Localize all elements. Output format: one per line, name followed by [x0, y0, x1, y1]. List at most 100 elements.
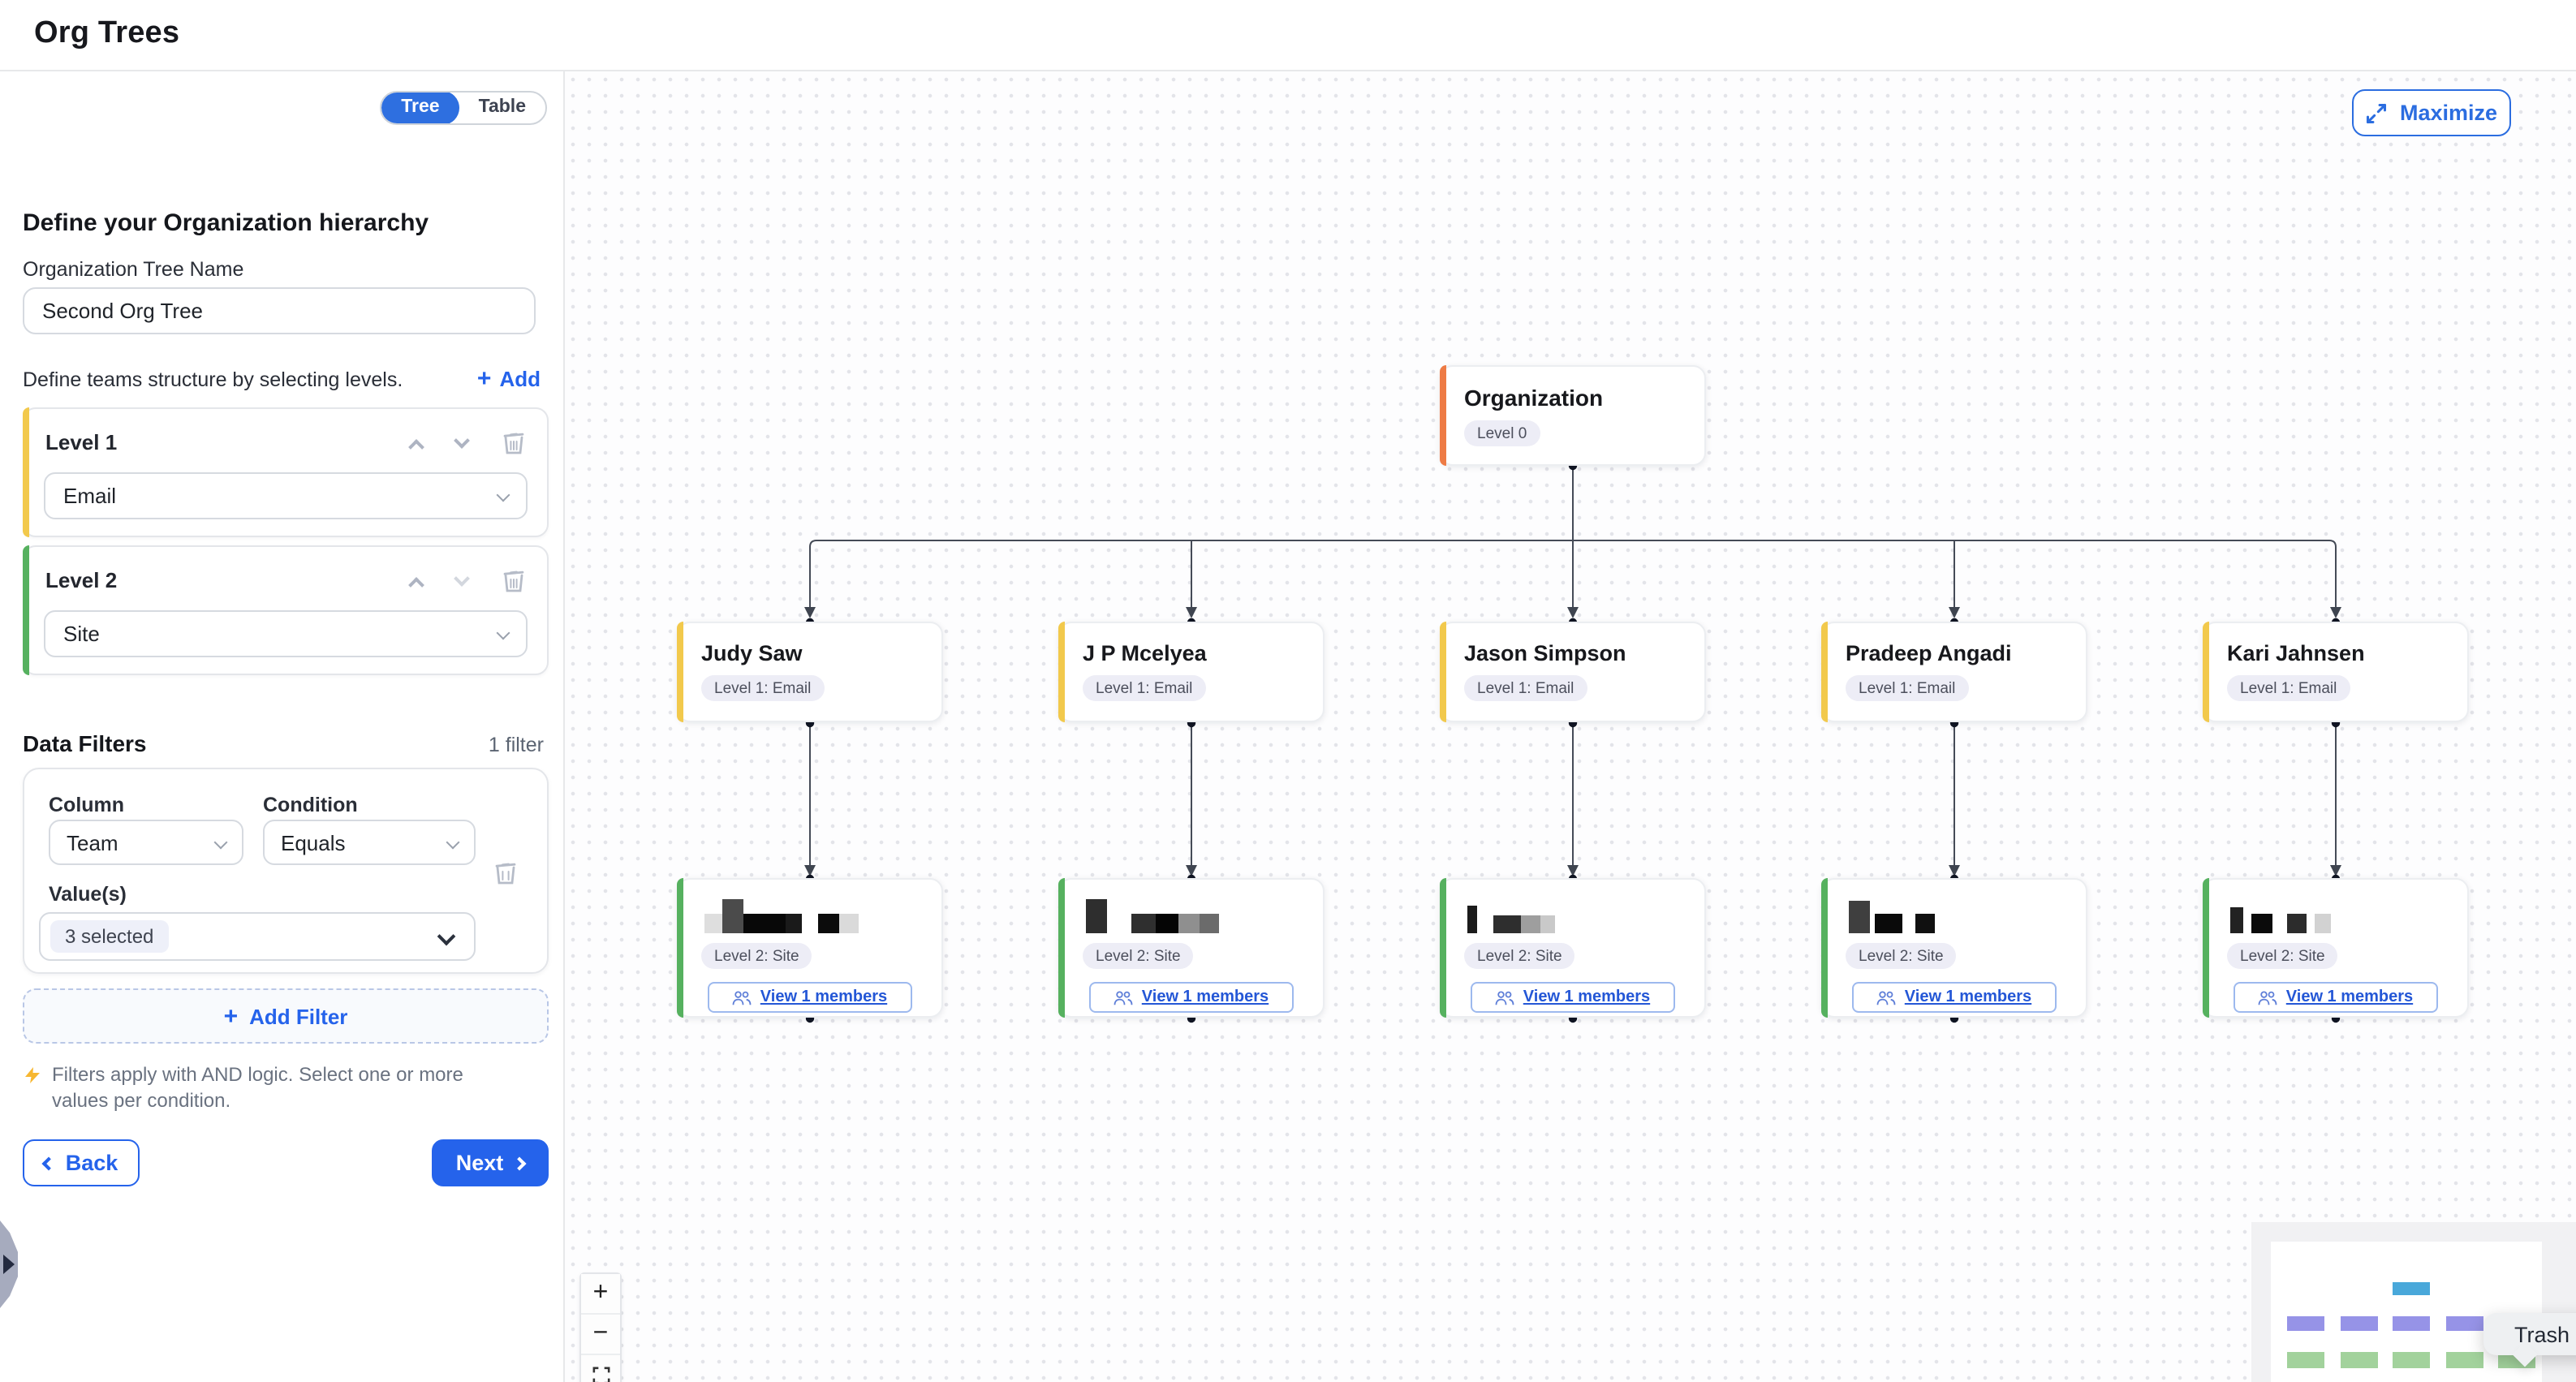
- level-1-card: Level 1 Email: [23, 407, 549, 537]
- node-level-badge: Level 1: Email: [1083, 675, 1206, 701]
- maximize-icon: [2367, 102, 2387, 123]
- node-accent: [2203, 622, 2209, 722]
- back-label: Back: [65, 1151, 118, 1175]
- level-2-accent: [23, 545, 29, 675]
- org-node-level2[interactable]: Level 2: Site View 1 members: [1821, 878, 2087, 1018]
- delete-level-button[interactable]: [502, 430, 526, 456]
- node-accent: [1440, 878, 1446, 1018]
- column-label: Column: [49, 794, 125, 816]
- view-members-label: View 1 members: [760, 988, 888, 1006]
- chevron-down-icon: [496, 488, 510, 502]
- delete-filter-button[interactable]: [493, 860, 518, 886]
- level-1-select[interactable]: Email: [44, 472, 528, 519]
- node-level-badge: Level 2: Site: [1846, 943, 1957, 969]
- redacted-node-title: [2230, 899, 2451, 933]
- members-icon: [1496, 990, 1515, 1005]
- trash-icon: [503, 433, 524, 454]
- org-node-level2[interactable]: Level 2: Site View 1 members: [1058, 878, 1325, 1018]
- org-tree-canvas[interactable]: Maximize Organization Level 0 Judy Saw L…: [565, 71, 2576, 1382]
- node-accent: [1058, 878, 1065, 1018]
- next-button[interactable]: Next: [432, 1139, 549, 1186]
- node-accent: [1821, 878, 1828, 1018]
- sidebar-expand-handle[interactable]: [0, 1221, 18, 1308]
- condition-select[interactable]: Equals: [263, 820, 476, 865]
- minimap-level1-node: [2393, 1316, 2430, 1331]
- node-level-badge: Level 1: Email: [2227, 675, 2350, 701]
- view-members-button[interactable]: View 1 members: [708, 982, 912, 1013]
- plus-icon: +: [223, 1002, 239, 1030]
- move-down-icon[interactable]: [454, 433, 470, 449]
- level-2-card: Level 2 Site: [23, 545, 549, 675]
- levels-hint: Define teams structure by selecting leve…: [23, 368, 403, 391]
- maximize-label: Maximize: [2399, 101, 2498, 125]
- values-label: Value(s): [49, 883, 127, 906]
- tree-name-input[interactable]: [23, 287, 536, 334]
- view-members-button[interactable]: View 1 members: [1471, 982, 1675, 1013]
- zoom-in-button[interactable]: +: [581, 1274, 620, 1315]
- view-members-button[interactable]: View 1 members: [2234, 982, 2438, 1013]
- filter-count: 1 filter: [488, 734, 544, 756]
- node-level-badge: Level 1: Email: [1464, 675, 1587, 701]
- back-button[interactable]: Back: [23, 1139, 140, 1186]
- org-node-level2[interactable]: Level 2: Site View 1 members: [1440, 878, 1706, 1018]
- toggle-tree[interactable]: Tree: [381, 93, 459, 123]
- org-node-level1[interactable]: Judy Saw Level 1: Email: [677, 622, 943, 722]
- view-members-button[interactable]: View 1 members: [1089, 982, 1294, 1013]
- zoom-out-button[interactable]: −: [581, 1315, 620, 1355]
- trash-icon: [503, 570, 524, 592]
- condition-select-value: Equals: [281, 830, 346, 855]
- fit-view-icon: [592, 1367, 610, 1382]
- node-level-badge: Level 1: Email: [701, 675, 825, 701]
- minimap-level2-node: [2446, 1352, 2483, 1368]
- plus-icon: +: [476, 365, 492, 393]
- tree-edges: [804, 461, 2341, 1023]
- redacted-node-title: [1467, 899, 1688, 933]
- arrow-right-icon: [3, 1255, 15, 1274]
- minimap-root-node: [2393, 1282, 2430, 1295]
- node-title: J P Mcelyea: [1083, 641, 1207, 665]
- view-members-button[interactable]: View 1 members: [1852, 982, 2057, 1013]
- node-level-badge: Level 2: Site: [1083, 943, 1194, 969]
- redacted-node-title: [704, 899, 925, 933]
- chevron-down-icon: [437, 927, 456, 946]
- lightning-icon: [25, 1067, 40, 1083]
- add-level-button[interactable]: + Add: [477, 365, 541, 393]
- level-1-select-value: Email: [63, 484, 117, 508]
- view-members-label: View 1 members: [1523, 988, 1651, 1006]
- move-up-icon[interactable]: [408, 438, 424, 454]
- tree-name-label: Organization Tree Name: [23, 258, 244, 281]
- org-node-level2[interactable]: Level 2: Site View 1 members: [2203, 878, 2469, 1018]
- org-node-level1[interactable]: Jason Simpson Level 1: Email: [1440, 622, 1706, 722]
- minimap-level2-node: [2341, 1352, 2378, 1368]
- org-node-level1[interactable]: J P Mcelyea Level 1: Email: [1058, 622, 1325, 722]
- node-level-badge: Level 2: Site: [1464, 943, 1575, 969]
- fit-view-button[interactable]: [581, 1355, 620, 1382]
- view-members-label: View 1 members: [2285, 988, 2414, 1006]
- sidebar-heading: Define your Organization hierarchy: [23, 209, 429, 237]
- move-down-icon[interactable]: [454, 570, 470, 587]
- toggle-table[interactable]: Table: [478, 97, 526, 117]
- delete-level-button[interactable]: [502, 568, 526, 594]
- level-1-accent: [23, 407, 29, 537]
- node-level-badge: Level 2: Site: [2227, 943, 2338, 969]
- org-node-level1[interactable]: Pradeep Angadi Level 1: Email: [1821, 622, 2087, 722]
- add-level-label: Add: [499, 367, 541, 391]
- node-title: Organization: [1464, 385, 1604, 411]
- org-node-level1[interactable]: Kari Jahnsen Level 1: Email: [2203, 622, 2469, 722]
- maximize-button[interactable]: Maximize: [2352, 89, 2511, 136]
- org-node-root[interactable]: Organization Level 0: [1440, 365, 1706, 466]
- level-2-select[interactable]: Site: [44, 610, 528, 657]
- level-1-title: Level 1: [45, 430, 118, 454]
- move-up-icon[interactable]: [408, 576, 424, 592]
- view-toggle: Tree Table: [380, 91, 547, 125]
- node-title: Judy Saw: [701, 641, 803, 665]
- values-select[interactable]: 3 selected: [39, 912, 476, 961]
- add-filter-button[interactable]: + Add Filter: [23, 988, 549, 1044]
- org-node-level2[interactable]: Level 2: Site View 1 members: [677, 878, 943, 1018]
- level-2-select-value: Site: [63, 622, 100, 646]
- node-level-badge: Level 2: Site: [701, 943, 812, 969]
- column-select[interactable]: Team: [49, 820, 243, 865]
- trash-tooltip: Trash: [2483, 1313, 2576, 1367]
- data-filters-title: Data Filters: [23, 730, 147, 756]
